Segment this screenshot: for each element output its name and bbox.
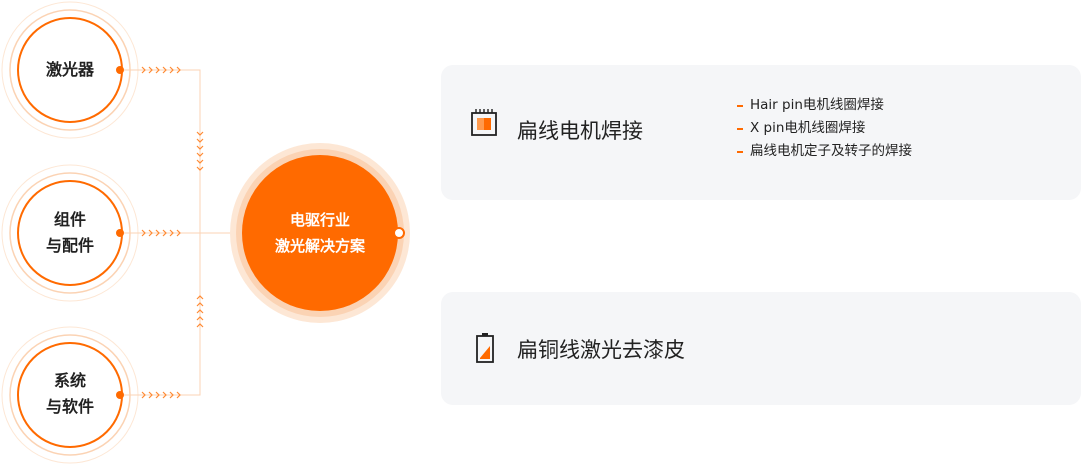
battery-icon — [476, 333, 494, 363]
node-systems-line-1: 系统 — [53, 371, 86, 390]
bullet-text: X pin电机线圈焊接 — [750, 120, 866, 136]
node-laser-label: 激光器 — [20, 57, 120, 83]
bullet-item: Hair pin电机线圈焊接 — [737, 94, 912, 117]
node-systems-line-2: 与软件 — [45, 397, 94, 416]
node-laser-line-1: 激光器 — [45, 60, 94, 79]
chip-icon — [471, 109, 497, 136]
arrow-chevrons-right — [141, 66, 181, 399]
arrow-chevrons-down — [196, 131, 204, 171]
bullet-dash — [737, 151, 743, 153]
node-laser[interactable] — [1, 1, 139, 139]
node-components-line-1: 组件 — [53, 210, 86, 229]
card-flat-wire-motor-welding[interactable]: 扁线电机焊接 Hair pin电机线圈焊接 X pin电机线圈焊接 扁线电机定子… — [441, 65, 1081, 200]
bullet-list: Hair pin电机线圈焊接 X pin电机线圈焊接 扁线电机定子及转子的焊接 — [737, 94, 912, 163]
bullet-item: 扁线电机定子及转子的焊接 — [737, 140, 912, 163]
bullet-text: Hair pin电机线圈焊接 — [750, 97, 884, 113]
bullet-dash — [737, 128, 743, 130]
node-components-line-2: 与配件 — [45, 236, 94, 255]
center-line-1: 电驱行业 — [289, 211, 350, 229]
node-components[interactable] — [1, 164, 139, 302]
card-flat-copper-wire-laser-stripping[interactable]: 扁铜线激光去漆皮 — [441, 292, 1081, 405]
card-title: 扁线电机焊接 — [517, 119, 643, 143]
bullet-text: 扁线电机定子及转子的焊接 — [750, 143, 912, 159]
center-line-2: 激光解决方案 — [274, 237, 365, 255]
center-node-label: 电驱行业 激光解决方案 — [250, 207, 390, 259]
arrow-chevrons-up — [196, 295, 204, 328]
node-systems-label: 系统 与软件 — [20, 368, 120, 420]
center-node[interactable] — [230, 143, 410, 323]
node-components-label: 组件 与配件 — [20, 207, 120, 259]
bullet-item: X pin电机线圈焊接 — [737, 117, 912, 140]
bullet-dash — [737, 105, 743, 107]
card-title: 扁铜线激光去漆皮 — [517, 338, 685, 362]
